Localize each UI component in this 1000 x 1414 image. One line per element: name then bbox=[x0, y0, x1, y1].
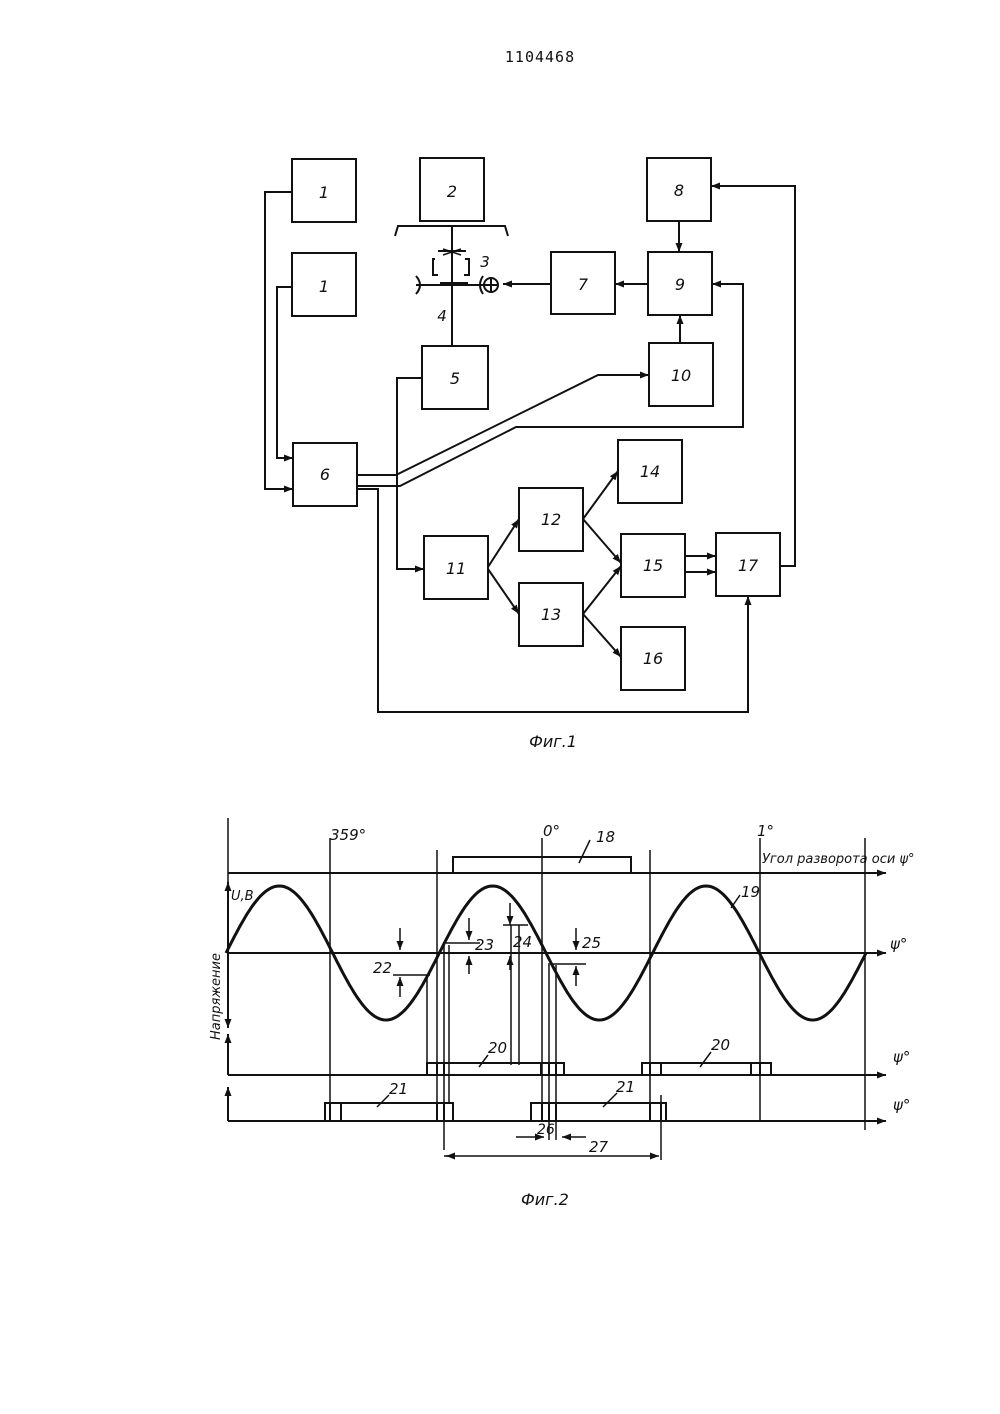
block-label-8: 8 bbox=[674, 181, 684, 200]
phi-label-zero-axis: ψ° bbox=[890, 935, 907, 953]
block-label-6: 6 bbox=[320, 465, 330, 484]
figure-2-timing-diagram bbox=[226, 818, 886, 1160]
callout-18: 18 bbox=[596, 828, 615, 846]
block-label-11: 11 bbox=[446, 559, 466, 578]
callout-19: 19 bbox=[741, 883, 760, 901]
block-label-13: 13 bbox=[541, 605, 561, 624]
pulse-21-a bbox=[325, 1103, 453, 1121]
top-axis-label: Угол разворота оси ψ° bbox=[762, 852, 915, 867]
block-label-15: 15 bbox=[643, 556, 663, 575]
callout-20b: 20 bbox=[711, 1036, 730, 1054]
callout-25: 25 bbox=[582, 934, 601, 952]
voltage-axis-title: Напряжение bbox=[209, 953, 224, 1040]
voltage-unit-label: U,В bbox=[231, 889, 254, 904]
block-label-10: 10 bbox=[671, 366, 691, 385]
block-label-1b: 1 bbox=[319, 277, 329, 296]
callout-26: 26 bbox=[537, 1122, 555, 1138]
figure-2-caption: Фиг.2 bbox=[521, 1190, 569, 1209]
phi-label-pulse-21: ψ° bbox=[893, 1096, 910, 1114]
figure-1-caption: Фиг.1 bbox=[529, 732, 577, 751]
block-label-5: 5 bbox=[450, 369, 460, 388]
pulse-21-b bbox=[531, 1103, 666, 1121]
callout-23: 23 bbox=[475, 936, 494, 954]
block-label-12: 12 bbox=[541, 510, 561, 529]
callout-24: 24 bbox=[513, 933, 532, 951]
phi-label-pulse-20: ψ° bbox=[893, 1048, 910, 1066]
callout-22: 22 bbox=[373, 959, 392, 977]
callout-27: 27 bbox=[589, 1138, 609, 1156]
callout-21b: 21 bbox=[616, 1078, 635, 1096]
angle-label-0: 0° bbox=[543, 822, 560, 840]
callout-21a: 21 bbox=[389, 1080, 408, 1098]
figure-1-block-diagram bbox=[265, 158, 795, 712]
block-label-3: 3 bbox=[480, 253, 490, 271]
figure-2-labels: 359° 0° 1° Угол разворота оси ψ° U,В Нап… bbox=[209, 822, 915, 1209]
dimension-markers bbox=[377, 840, 740, 1156]
gyro-unit-3-4 bbox=[395, 226, 508, 346]
block-label-1a: 1 bbox=[319, 183, 329, 202]
block-label-7: 7 bbox=[578, 275, 589, 294]
pulse-20-a bbox=[427, 1063, 564, 1075]
angle-label-359: 359° bbox=[330, 826, 366, 844]
block-label-16: 16 bbox=[643, 649, 663, 668]
pulse-20-b bbox=[642, 1063, 771, 1075]
connection-lines bbox=[265, 186, 795, 712]
block-label-4: 4 bbox=[437, 307, 447, 325]
block-label-2: 2 bbox=[447, 182, 457, 201]
block-label-14: 14 bbox=[640, 462, 660, 481]
figure-1-labels: 1 1 2 3 4 5 6 7 8 9 10 11 12 13 14 15 16… bbox=[319, 181, 759, 751]
callout-20a: 20 bbox=[488, 1039, 507, 1057]
block-label-17: 17 bbox=[738, 556, 759, 575]
angle-label-1: 1° bbox=[757, 822, 774, 840]
block-label-9: 9 bbox=[675, 275, 685, 294]
